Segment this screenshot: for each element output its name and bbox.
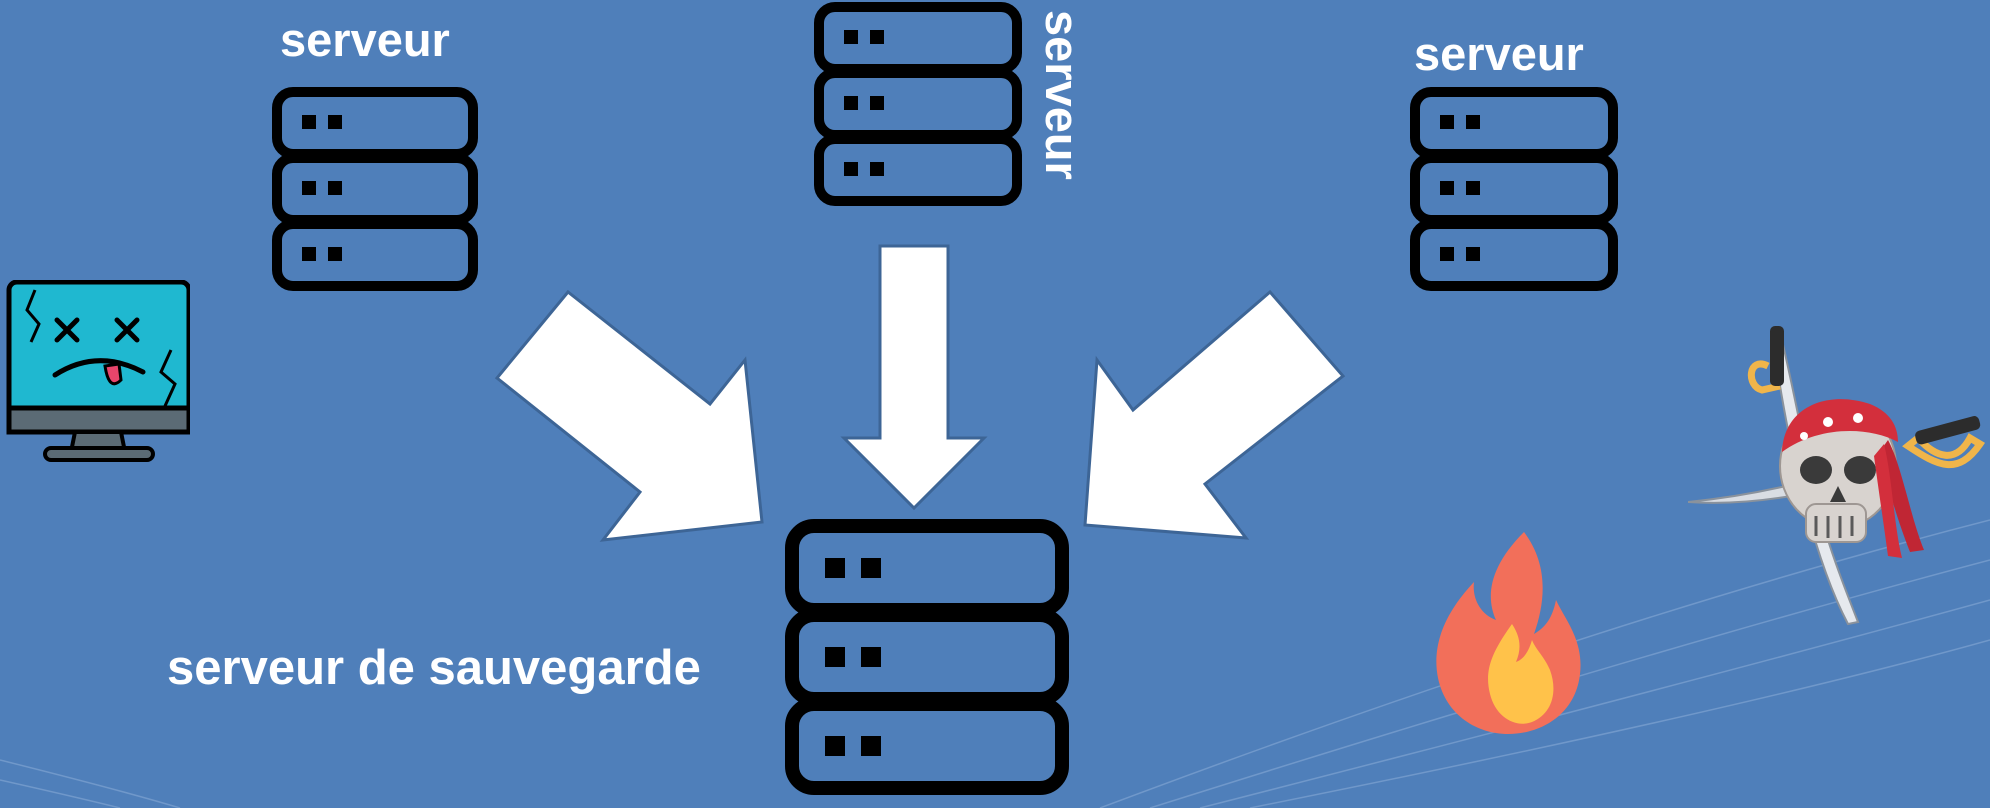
fire-icon: [1436, 532, 1581, 734]
arrow-right-icon: [1083, 289, 1346, 540]
broken-monitor-icon: [6, 280, 190, 462]
server-icon: [272, 87, 478, 291]
server-label-left: serveur: [280, 13, 450, 66]
server-icon: [1410, 87, 1618, 291]
arrow-left-icon: [494, 289, 764, 542]
arrow-down-icon: [840, 244, 988, 511]
server-label-right: serveur: [1414, 27, 1584, 80]
server-icon: [814, 2, 1022, 206]
pirate-skull-icon: [1688, 326, 1985, 626]
backup-server-label: serveur de sauvegarde: [167, 641, 701, 695]
server-label-center: serveur: [1036, 10, 1089, 180]
backup-server-icon: [785, 519, 1069, 795]
